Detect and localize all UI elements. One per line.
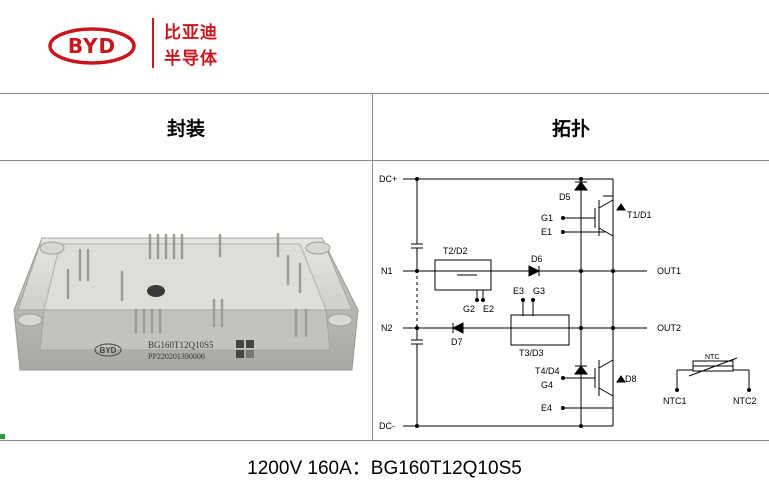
topology-cell: DC+ DC- N1 N2 OUT1 OUT2 D5 D6 D7 D8 T1/D… <box>373 160 769 440</box>
label-g1: G1 <box>541 213 553 223</box>
brand-name: 比亚迪 <box>164 23 218 43</box>
package-header: 封装 <box>0 94 373 160</box>
page-header: BYD 比亚迪 半导体 <box>0 0 769 92</box>
label-out1: OUT1 <box>657 266 681 276</box>
label-g2: G2 <box>463 304 475 314</box>
label-e2: E2 <box>483 304 494 314</box>
module-photo: BYD BG160T12Q10S5 PP220201390006 <box>13 232 359 371</box>
module-serial: PP220201390006 <box>148 352 205 361</box>
label-t3d3: T3/D3 <box>519 348 544 358</box>
table-header-row: 封装 拓扑 <box>0 93 769 161</box>
logo-text: BYD <box>68 34 116 58</box>
module-marking: BYD BG160T12Q10S5 PP220201390006 <box>94 340 254 361</box>
package-cell: BYD BG160T12Q10S5 PP220201390006 <box>0 160 373 440</box>
label-d8: D8 <box>625 374 637 384</box>
topology-schematic: DC+ DC- N1 N2 OUT1 OUT2 D5 D6 D7 D8 T1/D… <box>379 174 757 431</box>
label-dc-minus: DC- <box>379 421 395 431</box>
label-e3: E3 <box>513 286 524 296</box>
label-ntc: NTC <box>705 354 719 361</box>
topology-header: 拓扑 <box>551 117 590 140</box>
label-d5: D5 <box>559 192 571 202</box>
label-n1: N1 <box>381 266 393 276</box>
product-table: 封装 拓扑 <box>0 93 769 491</box>
label-ntc1: NTC1 <box>663 396 687 406</box>
label-e1: E1 <box>541 227 552 237</box>
table-body-row: BYD BG160T12Q10S5 PP220201390006 <box>0 160 769 441</box>
label-t4d4: T4/D4 <box>535 366 560 376</box>
label-d6: D6 <box>531 254 543 264</box>
brand-subtitle: 半导体 <box>164 49 218 69</box>
label-g4: G4 <box>541 380 553 390</box>
byd-logo: BYD <box>48 27 136 65</box>
module-brand: BYD <box>100 346 117 355</box>
label-out2: OUT2 <box>657 323 681 333</box>
logo-divider <box>152 18 154 68</box>
label-d7: D7 <box>451 337 463 347</box>
module-part-marking: BG160T12Q10S5 <box>148 340 214 350</box>
label-g3: G3 <box>533 286 545 296</box>
label-n2: N2 <box>381 323 393 333</box>
label-dc-plus: DC+ <box>379 174 397 184</box>
label-ntc2: NTC2 <box>733 396 757 406</box>
label-e4: E4 <box>541 403 552 413</box>
cell-marker <box>0 434 5 439</box>
spec-footer: 1200V 160A：BG160T12Q10S5 <box>247 457 522 479</box>
label-t2d2: T2/D2 <box>443 246 468 256</box>
label-t1d1: T1/D1 <box>627 210 652 220</box>
